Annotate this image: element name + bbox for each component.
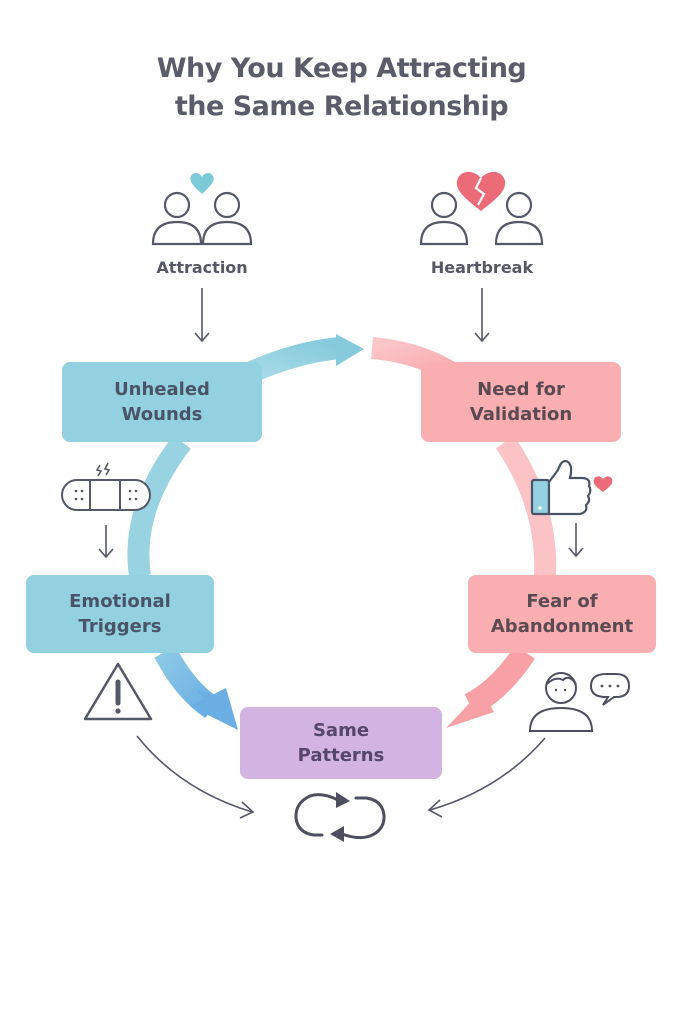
node-need-for-validation-line1: Need for bbox=[477, 379, 565, 400]
node-need-for-validation: Need for Validation bbox=[421, 362, 621, 442]
node-same-patterns-line1: Same bbox=[312, 720, 370, 741]
page-title: Why You Keep Attracting the Same Relatio… bbox=[0, 50, 683, 126]
couple-with-heart-icon bbox=[151, 173, 253, 246]
node-emotional-triggers: Emotional Triggers bbox=[26, 575, 214, 653]
down-arrow-attraction bbox=[194, 288, 210, 343]
curve-arrow-right bbox=[427, 737, 546, 818]
node-emotional-triggers-line1: Emotional bbox=[69, 591, 171, 612]
node-fear-of-abandonment-line2: Abandonment bbox=[490, 616, 634, 637]
down-arrow-heartbreak bbox=[474, 288, 490, 343]
node-unhealed-wounds: Unhealed Wounds bbox=[62, 362, 262, 442]
attraction-label: Attraction bbox=[156, 258, 248, 277]
cycle-arrows-icon bbox=[294, 792, 386, 842]
curve-arrow-left bbox=[136, 735, 255, 819]
node-need-for-validation-line2: Validation bbox=[469, 404, 573, 425]
thumbs-up-heart-icon bbox=[530, 459, 613, 516]
arrow-wounds-to-triggers bbox=[127, 435, 191, 578]
node-fear-of-abandonment: Fear of Abandonment bbox=[468, 575, 656, 653]
down-arrow-wounds bbox=[98, 525, 114, 559]
node-emotional-triggers-line2: Triggers bbox=[78, 616, 162, 637]
arrow-triggers-to-patterns bbox=[154, 646, 238, 730]
couple-with-broken-heart-icon bbox=[419, 171, 544, 246]
person-speech-bubble-icon bbox=[528, 672, 631, 732]
heartbreak-label: Heartbreak bbox=[430, 258, 534, 277]
node-fear-of-abandonment-line1: Fear of bbox=[526, 591, 598, 612]
node-unhealed-wounds-line2: Wounds bbox=[121, 404, 203, 425]
node-same-patterns: Same Patterns bbox=[240, 707, 442, 779]
arrow-fear-to-patterns bbox=[446, 645, 536, 728]
title-line-2: the Same Relationship bbox=[174, 91, 509, 122]
bandage-icon bbox=[61, 462, 151, 511]
node-same-patterns-line2: Patterns bbox=[297, 745, 385, 766]
node-unhealed-wounds-line1: Unhealed bbox=[114, 379, 210, 400]
warning-icon bbox=[83, 662, 153, 721]
down-arrow-validation bbox=[568, 523, 584, 558]
arrow-wounds-to-validation bbox=[240, 334, 364, 386]
title-line-1: Why You Keep Attracting bbox=[156, 53, 527, 84]
